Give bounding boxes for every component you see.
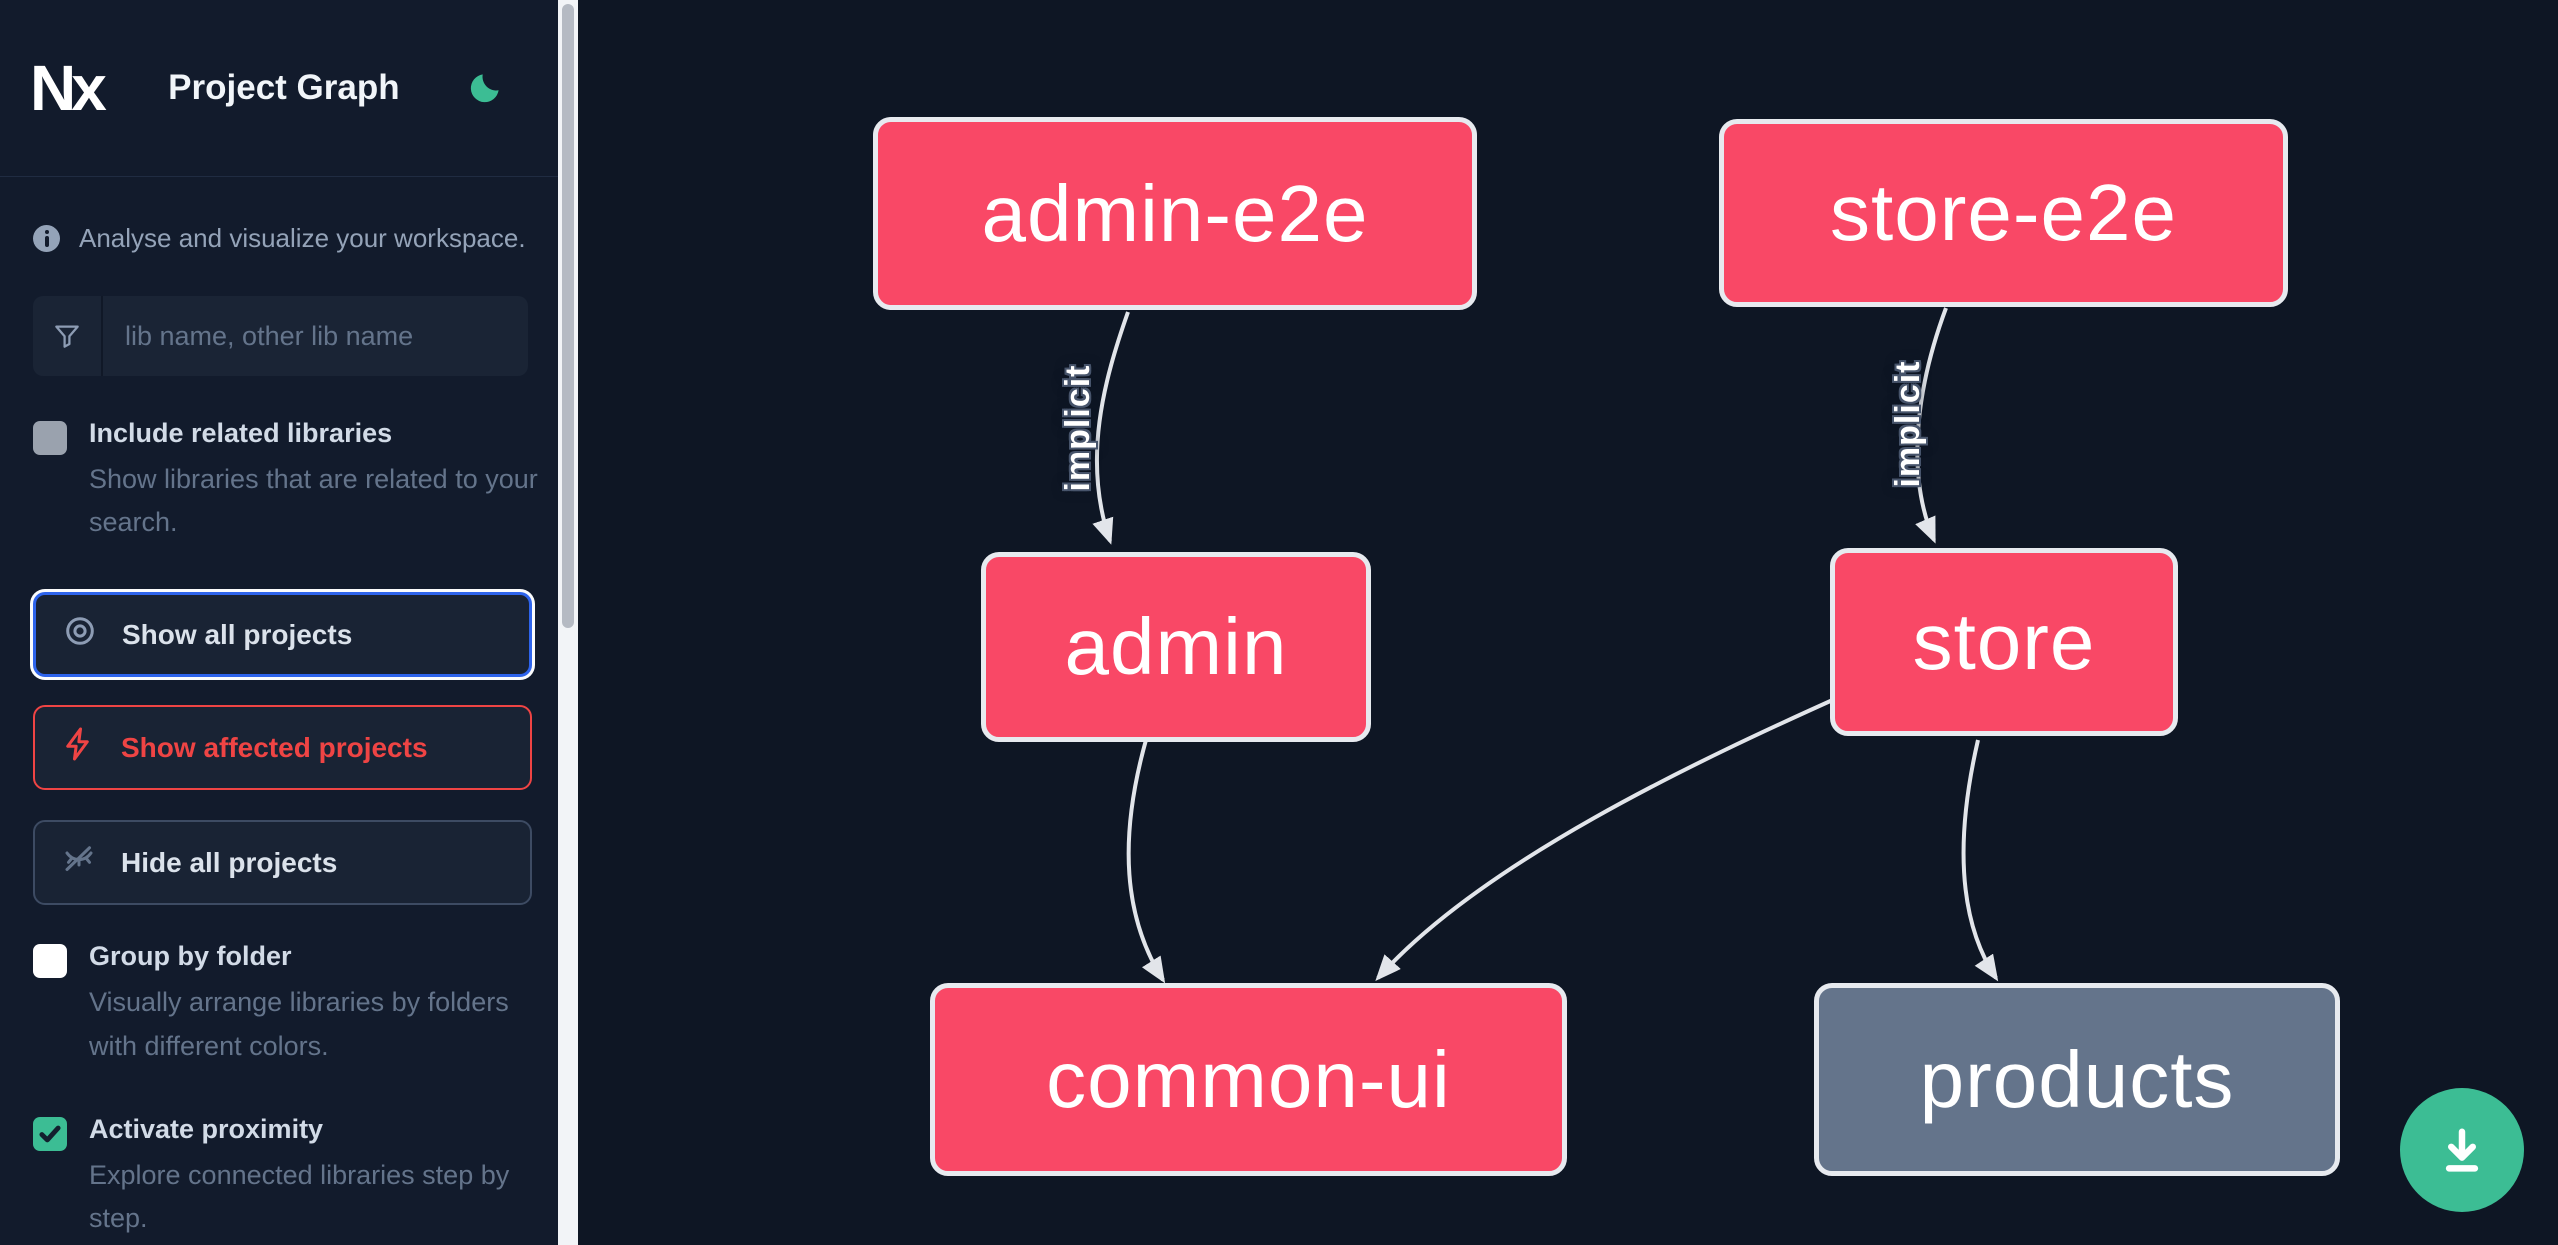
option-activate-proximity: Activate proximity Explore connected lib… bbox=[33, 1114, 558, 1240]
filter-input[interactable] bbox=[103, 296, 528, 376]
show-all-projects-button[interactable]: Show all projects bbox=[33, 592, 532, 678]
sidebar-scrollbar-thumb[interactable] bbox=[562, 4, 574, 628]
download-icon bbox=[2434, 1121, 2490, 1180]
edge-admin-e2e-admin bbox=[1092, 311, 1130, 545]
node-store[interactable]: store bbox=[1830, 548, 2178, 736]
project-filter-box bbox=[33, 296, 528, 376]
page-title: Project Graph bbox=[168, 68, 400, 107]
graph-canvas[interactable]: implicit implicit admin-e2e store-e2e ad… bbox=[578, 0, 2558, 1245]
include-related-checkbox[interactable] bbox=[33, 421, 67, 455]
node-admin[interactable]: admin bbox=[981, 552, 1371, 742]
sidebar: Nx Project Graph Analyse and visualize y… bbox=[0, 0, 558, 1245]
eye-icon bbox=[62, 613, 98, 656]
activate-proximity-checkbox[interactable] bbox=[33, 1116, 67, 1151]
group-by-folder-checkbox[interactable] bbox=[33, 944, 67, 979]
group-by-folder-label: Group by folder bbox=[89, 941, 292, 972]
include-related-label: Include related libraries bbox=[89, 418, 393, 448]
workspace-tagline-row: Analyse and visualize your workspace. bbox=[33, 223, 558, 254]
edge-label-implicit-store: implicit bbox=[1889, 360, 1927, 488]
hide-all-projects-label: Hide all projects bbox=[121, 846, 338, 878]
check-icon bbox=[39, 1125, 61, 1143]
show-all-projects-label: Show all projects bbox=[122, 618, 353, 650]
node-store-e2e[interactable]: store-e2e bbox=[1719, 119, 2288, 307]
include-related-description: Show libraries that are related to your … bbox=[89, 464, 538, 538]
option-include-related: Include related libraries Show libraries… bbox=[33, 418, 558, 544]
theme-toggle-button[interactable] bbox=[466, 68, 506, 108]
moon-icon bbox=[468, 69, 504, 108]
node-common-ui[interactable]: common-ui bbox=[930, 983, 1567, 1176]
hide-all-projects-button[interactable]: Hide all projects bbox=[33, 820, 532, 906]
workspace-tagline: Analyse and visualize your workspace. bbox=[79, 223, 526, 253]
eye-slash-icon bbox=[61, 841, 97, 884]
edge-store-common-ui bbox=[1375, 692, 1847, 981]
sidebar-header: Nx Project Graph bbox=[0, 0, 558, 177]
activate-proximity-label: Activate proximity bbox=[89, 1113, 324, 1144]
show-affected-projects-button[interactable]: Show affected projects bbox=[33, 705, 532, 791]
edge-label-implicit-admin: implicit bbox=[1059, 364, 1097, 492]
info-icon bbox=[33, 225, 60, 252]
edge-admin-common-ui bbox=[1126, 739, 1166, 984]
node-products[interactable]: products bbox=[1814, 983, 2340, 1176]
group-by-folder-description: Visually arrange libraries by folders wi… bbox=[89, 987, 509, 1061]
activate-proximity-description: Explore connected libraries step by step… bbox=[89, 1159, 510, 1233]
sidebar-scrollbar-track[interactable] bbox=[558, 0, 578, 1245]
nx-logo: Nx bbox=[30, 52, 107, 124]
lightning-bolt-icon bbox=[61, 726, 97, 769]
node-admin-e2e[interactable]: admin-e2e bbox=[873, 117, 1477, 310]
show-affected-projects-label: Show affected projects bbox=[121, 731, 428, 763]
option-group-by-folder: Group by folder Visually arrange librari… bbox=[33, 941, 558, 1067]
filter-funnel-icon bbox=[33, 296, 103, 376]
download-image-button[interactable] bbox=[2400, 1088, 2524, 1212]
edge-store-products bbox=[1961, 739, 1999, 982]
